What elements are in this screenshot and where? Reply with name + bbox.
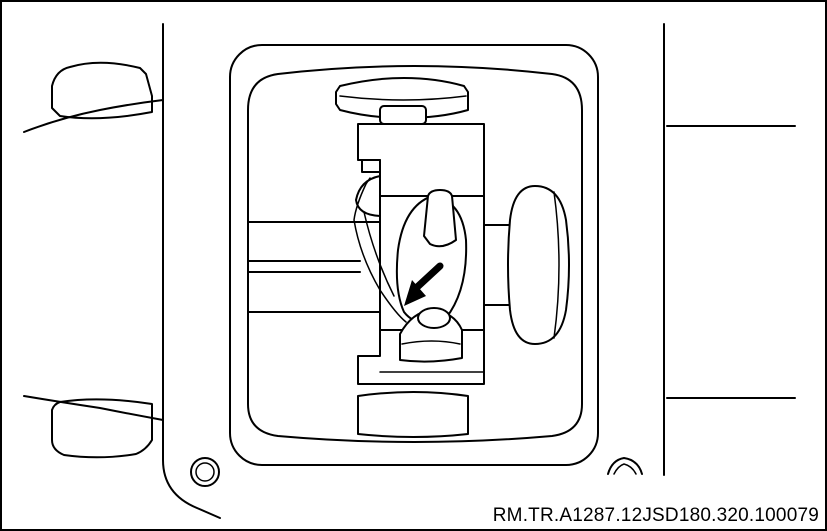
left-tube-upper bbox=[23, 61, 164, 133]
inspection-window-outer bbox=[229, 44, 599, 466]
bottom-roller bbox=[357, 391, 469, 438]
wire-spring-inner bbox=[363, 211, 395, 297]
right-wheel bbox=[507, 185, 570, 345]
left-tube-lower bbox=[23, 395, 164, 459]
direction-arrow-icon bbox=[404, 262, 444, 306]
reference-code: RM.TR.A1287.12JSD180.320.100079 bbox=[492, 505, 819, 526]
inspection-window-inner bbox=[247, 65, 583, 443]
housing-left-edge bbox=[162, 23, 221, 519]
wire-spring bbox=[353, 177, 407, 323]
bolt-hole-left bbox=[190, 457, 220, 487]
lever-pin bbox=[423, 189, 457, 248]
top-knob bbox=[335, 77, 469, 125]
bolt-hole-right bbox=[607, 457, 643, 475]
detent-plunger bbox=[399, 307, 463, 363]
